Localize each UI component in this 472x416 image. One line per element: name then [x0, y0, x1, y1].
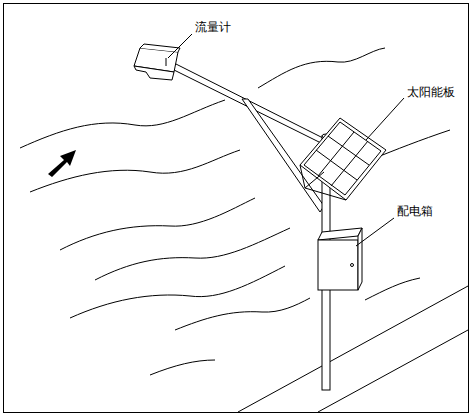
flow-meter	[134, 44, 180, 80]
solar-panel	[300, 118, 386, 200]
distribution-box	[318, 228, 362, 290]
flow-direction-arrow	[48, 150, 76, 177]
frame	[4, 4, 469, 413]
solar-panel-label: 太阳能板	[406, 86, 456, 99]
distribution-box-label: 配电箱	[396, 205, 434, 218]
water-waves	[20, 48, 450, 375]
pole	[168, 60, 330, 390]
flow-meter-label: 流量计	[194, 21, 232, 34]
leader-lines	[168, 34, 404, 246]
river-bank	[238, 286, 468, 412]
